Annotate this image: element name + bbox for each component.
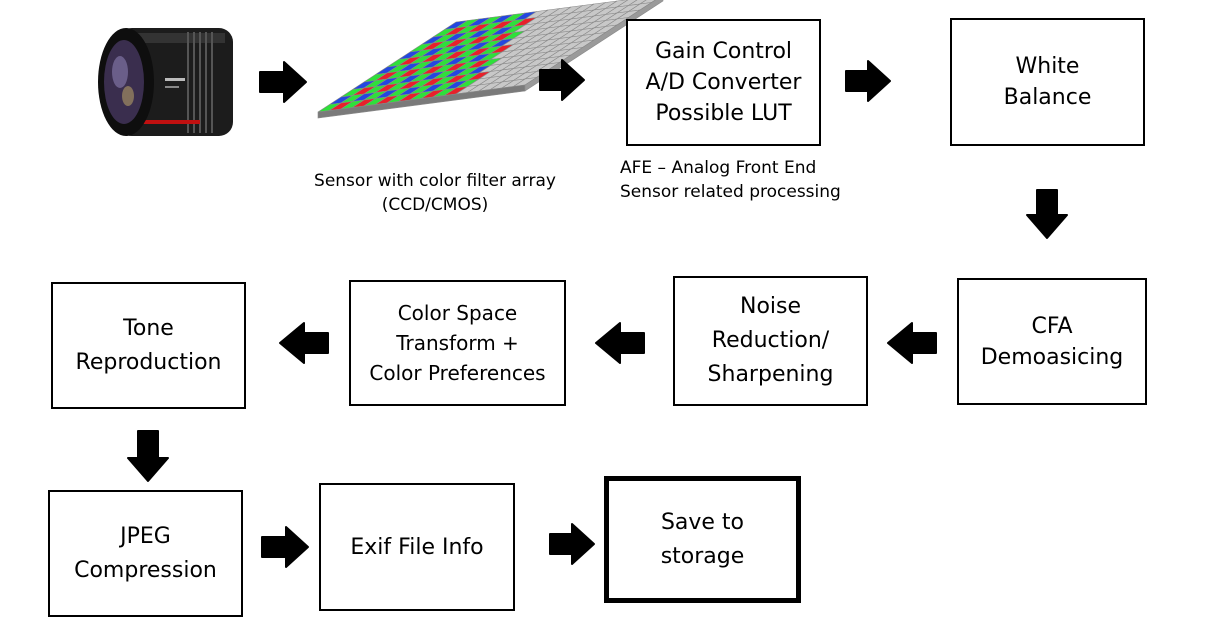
- noise-reduction-label: Noise Reduction/ Sharpening: [707, 294, 834, 387]
- jpeg-compression-box: JPEG Compression: [48, 490, 243, 617]
- arrow-jpeg-to-exif: [261, 526, 309, 568]
- arrow-color-to-tone: [279, 322, 329, 364]
- arrow-cfa-to-noise: [887, 322, 937, 364]
- arrow-wb-to-cfa: [1026, 189, 1068, 239]
- sensor-caption: Sensor with color filter array (CCD/CMOS…: [314, 171, 556, 215]
- arrow-gain-to-wb: [845, 60, 891, 102]
- exif-file-info-label: Exif File Info: [350, 534, 484, 560]
- arrow-exif-to-save: [549, 523, 595, 565]
- save-to-storage-box: Save to storage: [604, 476, 801, 603]
- white-balance-label: White Balance: [1003, 54, 1092, 110]
- tone-reproduction-box: Tone Reproduction: [51, 282, 246, 409]
- noise-reduction-box: Noise Reduction/ Sharpening: [673, 276, 868, 406]
- jpeg-compression-label: JPEG Compression: [74, 523, 217, 583]
- afe-caption: AFE – Analog Front End Sensor related pr…: [620, 158, 841, 202]
- white-balance-box: White Balance: [950, 18, 1145, 146]
- color-space-label: Color Space Transform + Color Preference…: [369, 301, 546, 385]
- arrow-lens-to-sensor: [259, 61, 307, 103]
- gain-control-box: Gain Control A/D Converter Possible LUT: [626, 19, 821, 146]
- arrow-tone-to-jpeg: [127, 430, 169, 482]
- exif-file-info-box: Exif File Info: [319, 483, 515, 611]
- gain-control-label: Gain Control A/D Converter Possible LUT: [645, 39, 802, 126]
- save-to-storage-label: Save to storage: [660, 509, 745, 569]
- arrow-noise-to-color: [595, 322, 645, 364]
- arrow-sensor-to-gain: [539, 59, 585, 101]
- cfa-demosaicing-label: CFA Demoasicing: [980, 313, 1124, 370]
- color-space-box: Color Space Transform + Color Preference…: [349, 280, 566, 406]
- cfa-demosaicing-box: CFA Demoasicing: [957, 278, 1147, 405]
- tone-reproduction-label: Tone Reproduction: [75, 315, 222, 375]
